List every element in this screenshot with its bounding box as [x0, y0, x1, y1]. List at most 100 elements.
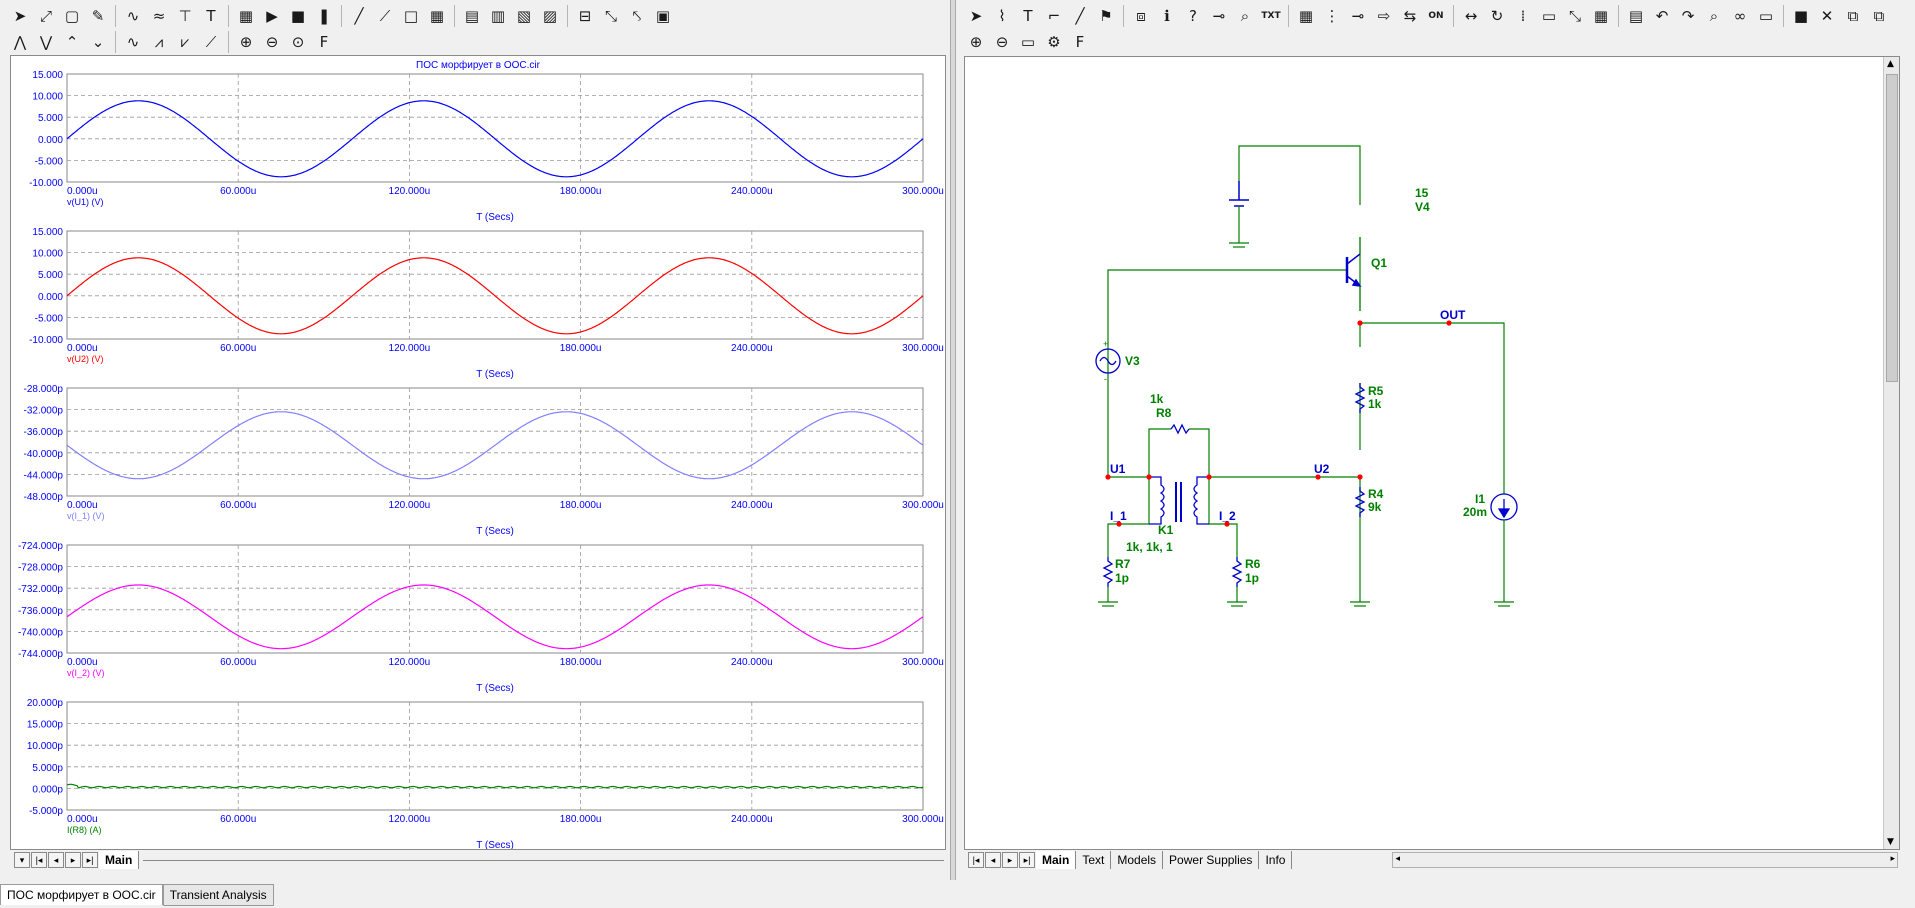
info-icon[interactable]: ℹ — [1164, 7, 1170, 25]
binoculars-icon[interactable]: ∞ — [1733, 7, 1747, 25]
zoom-in-icon[interactable]: ⊕ — [239, 33, 253, 51]
table4-icon[interactable]: ▨ — [542, 7, 558, 25]
table3-icon[interactable]: ▧ — [516, 7, 532, 25]
tab-power-supplies[interactable]: Power Supplies — [1163, 851, 1260, 869]
nav-last-icon[interactable]: ▸| — [1019, 852, 1035, 868]
flip-icon[interactable]: ↔ — [1464, 7, 1478, 25]
stop-icon[interactable]: ■ — [1793, 7, 1809, 25]
slope-icon[interactable]: ⟋ — [205, 33, 217, 51]
probe-icon[interactable]: ⊸ — [1212, 7, 1226, 25]
stop-icon[interactable]: ■ — [290, 7, 306, 25]
text-button[interactable]: TXT — [1261, 11, 1281, 21]
text-icon[interactable]: T — [206, 7, 216, 25]
zoom-out-icon[interactable]: ⊖ — [995, 33, 1009, 51]
pane-splitter[interactable] — [950, 0, 956, 880]
first-page-icon[interactable]: ▾ — [14, 852, 30, 868]
grid-icon[interactable]: ▦ — [1298, 7, 1314, 25]
tab-main[interactable]: Main — [1036, 851, 1077, 869]
zoom-in-icon[interactable]: ⊕ — [969, 33, 983, 51]
f-icon[interactable]: F — [319, 33, 329, 51]
dots-icon[interactable]: ⁞ — [1520, 7, 1526, 25]
transistor-q1[interactable] — [1217, 237, 1362, 311]
settings-icon[interactable]: ⚙ — [1047, 33, 1061, 51]
on-button[interactable]: ON — [1428, 11, 1444, 21]
bus-icon[interactable]: ⌐ — [1047, 7, 1061, 25]
voltage-source-v3[interactable] — [1095, 348, 1121, 374]
nav-first-icon[interactable]: |◂ — [968, 852, 984, 868]
doc-tab-transient[interactable]: Transient Analysis — [162, 884, 274, 906]
scroll-down-icon[interactable]: ▼ — [1887, 837, 1894, 847]
battery-v4[interactable] — [1229, 181, 1249, 243]
low-icon[interactable]: ⌄ — [91, 33, 105, 51]
help-icon[interactable]: ? — [1189, 7, 1197, 25]
high-icon[interactable]: ⌃ — [65, 33, 79, 51]
line-icon[interactable]: ╱ — [354, 7, 364, 25]
tab-main[interactable]: Main — [99, 851, 140, 869]
cursor-icon[interactable]: ⤡ — [1568, 7, 1581, 25]
pause-icon[interactable]: ❚ — [317, 7, 331, 25]
run-icon[interactable]: ▶ — [266, 7, 278, 25]
nav-first-icon[interactable]: |◂ — [31, 852, 47, 868]
tab-models[interactable]: Models — [1111, 851, 1164, 869]
global-high-icon[interactable]: ⩘ — [154, 33, 164, 51]
nav-prev-icon[interactable]: ◂ — [985, 852, 1001, 868]
redo-icon[interactable]: ↷ — [1681, 7, 1695, 25]
global-low-icon[interactable]: ⩗ — [180, 33, 190, 51]
valley-icon[interactable]: ⋁ — [39, 33, 53, 51]
scroll-up-icon[interactable]: ▲ — [1887, 59, 1894, 69]
copy-icon[interactable]: ⧉ — [1847, 7, 1859, 25]
nav-next-icon[interactable]: ▸ — [65, 852, 81, 868]
scroll-right-icon[interactable]: ▸ — [1890, 853, 1895, 863]
close-icon[interactable]: ✕ — [1820, 7, 1834, 25]
nav-next-icon[interactable]: ▸ — [1002, 852, 1018, 868]
zoom-out-icon[interactable]: ⊖ — [265, 33, 279, 51]
doc-tab-schematic[interactable]: ПОС морфирует в ООС.cir — [0, 884, 163, 905]
scroll-thumb[interactable] — [1886, 74, 1898, 382]
scale-icon[interactable]: ⤢ — [39, 7, 52, 25]
wire-icon[interactable]: ⌇ — [998, 7, 1006, 25]
flag-icon[interactable]: ⚑ — [1099, 7, 1113, 25]
grid-icon[interactable]: ▦ — [429, 7, 445, 25]
tab-text[interactable]: Text — [1076, 851, 1112, 869]
scroll-left-icon[interactable]: ◂ — [1395, 853, 1400, 863]
fit-icon[interactable]: ▭ — [1020, 33, 1036, 51]
inflection-icon[interactable]: ∿ — [126, 33, 140, 51]
pin-icon[interactable]: ⇨ — [1377, 7, 1391, 25]
peak-icon[interactable]: ⋀ — [13, 33, 27, 51]
remove-curve-icon[interactable]: ≈ — [152, 7, 166, 25]
monitor-icon[interactable]: ▭ — [1758, 7, 1774, 25]
select-arrow-icon[interactable]: ➤ — [969, 7, 983, 25]
box-icon[interactable]: □ — [403, 7, 419, 25]
bitmap-icon[interactable]: ▣ — [655, 7, 671, 25]
align-icon[interactable]: ▤ — [1628, 7, 1644, 25]
cursor2-icon[interactable]: ⤣ — [632, 7, 642, 25]
select-arrow-icon[interactable]: ➤ — [13, 7, 27, 25]
window-icon[interactable]: ▭ — [1541, 7, 1557, 25]
diagonal-icon[interactable]: ⟋ — [379, 7, 391, 25]
node-icon[interactable]: ⊸ — [1351, 7, 1365, 25]
grid2-icon[interactable]: ⋮ — [1324, 7, 1340, 25]
current-source-i1[interactable] — [1490, 493, 1518, 577]
horizontal-scrollbar[interactable]: ◂ ▸ — [1392, 852, 1898, 868]
undo-icon[interactable]: ↶ — [1655, 7, 1669, 25]
slider-icon[interactable]: ⊟ — [578, 7, 592, 25]
nav-prev-icon[interactable]: ◂ — [48, 852, 64, 868]
add-curve-icon[interactable]: ∿ — [126, 7, 140, 25]
f-icon[interactable]: F — [1075, 33, 1085, 51]
net-icon[interactable]: ⇆ — [1403, 7, 1417, 25]
paste-icon[interactable]: ⧉ — [1873, 7, 1885, 25]
edit-icon[interactable]: ✎ — [91, 7, 105, 25]
graph-text-icon[interactable]: ⊤ — [178, 7, 192, 25]
table2-icon[interactable]: ▥ — [490, 7, 506, 25]
find2-icon[interactable]: ⌕ — [1709, 7, 1719, 25]
nav-last-icon[interactable]: ▸| — [82, 852, 98, 868]
component-icon[interactable]: ⧈ — [1136, 7, 1146, 25]
schematic-vertical-scrollbar[interactable]: ▲ ▼ — [1883, 57, 1899, 849]
hidden-icon[interactable]: ▢ — [64, 7, 80, 25]
cursor-icon[interactable]: ⤡ — [604, 7, 617, 25]
tab-info[interactable]: Info — [1259, 851, 1293, 869]
table-icon[interactable]: ▤ — [464, 7, 480, 25]
properties-icon[interactable]: ▦ — [238, 7, 254, 25]
schematic-canvas[interactable]: 15 V4 Q1 OUT V3 + - R5 1k 1k R8 U1 U2 R4… — [964, 56, 1900, 850]
